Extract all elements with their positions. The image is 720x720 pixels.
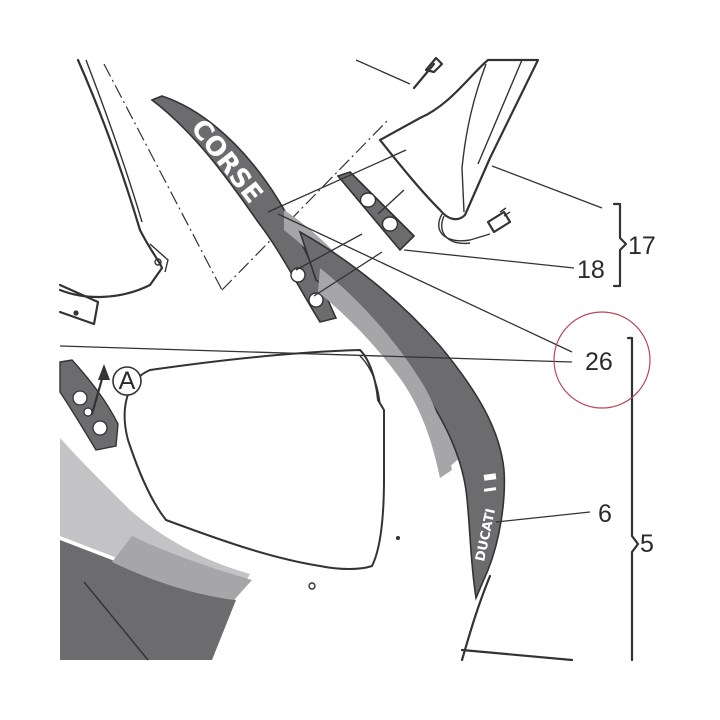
fairing-stripe-mid (318, 268, 452, 478)
mount-hole-icon (92, 420, 108, 436)
stripe-decal-body (150, 95, 338, 323)
decal-hole-icon (290, 267, 306, 283)
bracket-plate-body (336, 171, 416, 252)
assembly-guide-line (103, 63, 223, 291)
assembly-guide-line (221, 119, 389, 291)
mount-hole-icon (72, 390, 88, 406)
side-fairing-panel: DUCATI (59, 210, 574, 662)
callout-17: 17 (628, 232, 656, 260)
fairing-cutout-window (123, 348, 385, 570)
corse-logo-text: CORSE (184, 114, 268, 209)
bracket-hole-icon (359, 192, 377, 208)
reference-a-label: A (119, 367, 136, 395)
fairing-lower-light (60, 438, 250, 598)
callout-18: 18 (577, 256, 605, 284)
small-bracket-plate (336, 171, 416, 252)
reference-a-circle (112, 366, 142, 396)
decal-hole-icon (308, 292, 324, 308)
left-upper-fairing-part (58, 58, 169, 326)
mount-plate (59, 359, 119, 451)
fastener-hole-icon (308, 582, 316, 590)
callout-6: 6 (598, 500, 612, 528)
callout-5: 5 (640, 530, 654, 558)
highlight-circle (553, 311, 651, 409)
fastener-hole-icon (396, 536, 400, 540)
arrow-a-indicator: A (90, 364, 142, 416)
leader-lines (59, 149, 603, 523)
bracket-hole-icon (381, 216, 399, 232)
fairing-lower-mid (112, 536, 252, 600)
fairing-lower-dark (60, 540, 236, 660)
group-brackets (612, 202, 640, 662)
mount-hole-icon (73, 310, 79, 316)
ducati-logo-area (472, 466, 501, 566)
callout-26: 26 (585, 348, 613, 376)
upper-bracket-assembly (355, 56, 540, 245)
arrow-up-icon (98, 364, 110, 380)
